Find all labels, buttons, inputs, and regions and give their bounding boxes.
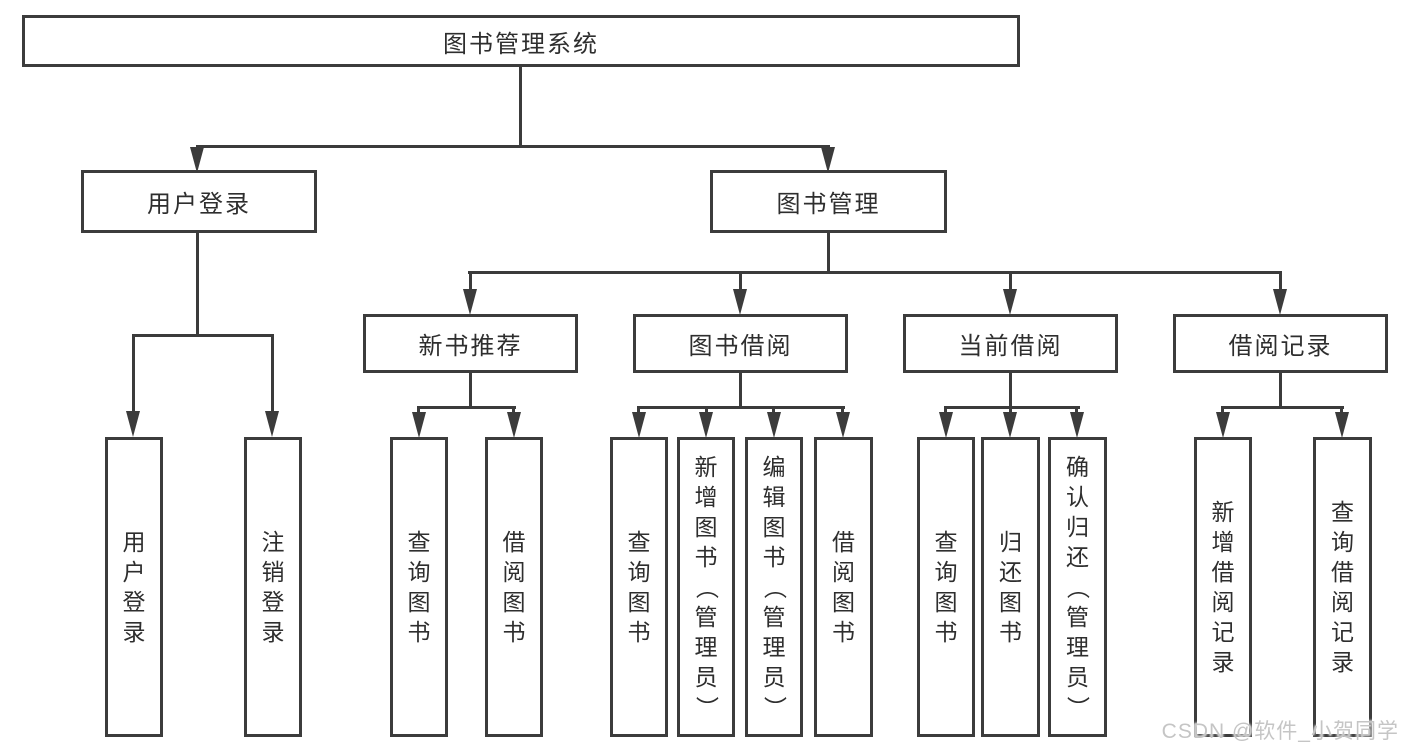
arrowhead-icon [265, 411, 279, 437]
edge-segment [705, 406, 708, 416]
arrowhead-icon [463, 289, 477, 315]
edge-segment [1009, 373, 1012, 409]
edge-segment [739, 373, 742, 409]
node-leaf-br-query-record: 查询借阅记录 [1313, 437, 1372, 737]
edge-segment [271, 334, 274, 416]
arrowhead-icon [821, 147, 835, 173]
edge-segment [841, 406, 844, 416]
edge-segment [132, 334, 274, 337]
node-current-borrow: 当前借阅 [903, 314, 1118, 373]
edge-segment [1279, 373, 1282, 409]
node-borrow-record: 借阅记录 [1173, 314, 1388, 373]
arrowhead-icon [1216, 412, 1230, 438]
arrowhead-icon [412, 412, 426, 438]
edge-segment [196, 233, 199, 337]
node-book-management: 图书管理 [710, 170, 947, 233]
edge-segment [1340, 406, 1343, 416]
edge-segment [512, 406, 515, 416]
node-new-book-recommend: 新书推荐 [363, 314, 578, 373]
node-leaf-rec-borrow-book: 借阅图书 [485, 437, 543, 737]
edge-segment [1009, 271, 1012, 291]
edge-segment [944, 406, 1080, 409]
node-leaf-user-login: 用户登录 [105, 437, 163, 737]
edge-segment [944, 406, 947, 416]
arrowhead-icon [126, 411, 140, 437]
arrowhead-icon [939, 412, 953, 438]
edge-segment [196, 145, 830, 148]
node-user-login: 用户登录 [81, 170, 317, 233]
edge-segment [469, 373, 472, 409]
arrowhead-icon [767, 412, 781, 438]
arrowhead-icon [1335, 412, 1349, 438]
arrowhead-icon [632, 412, 646, 438]
node-leaf-bb-add-book: 新增图书（管理员） [677, 437, 735, 737]
edge-segment [1221, 406, 1224, 416]
node-library-system: 图书管理系统 [22, 15, 1020, 67]
arrowhead-icon [1273, 289, 1287, 315]
edge-segment [827, 233, 830, 273]
edge-segment [1279, 271, 1282, 291]
edge-segment [1075, 406, 1078, 416]
edge-segment [519, 65, 522, 147]
node-leaf-cb-query-book: 查询图书 [917, 437, 975, 737]
edge-segment [739, 271, 742, 291]
node-leaf-bb-edit-book: 编辑图书（管理员） [745, 437, 803, 737]
arrowhead-icon [836, 412, 850, 438]
edge-segment [417, 406, 516, 409]
arrowhead-icon [733, 289, 747, 315]
node-leaf-bb-query-book: 查询图书 [610, 437, 668, 737]
edge-segment [1009, 406, 1012, 416]
node-leaf-cb-confirm-return: 确认归还（管理员） [1048, 437, 1107, 737]
arrowhead-icon [1003, 289, 1017, 315]
arrowhead-icon [507, 412, 521, 438]
edge-segment [637, 406, 640, 416]
arrowhead-icon [1070, 412, 1084, 438]
edge-segment [772, 406, 775, 416]
edge-segment [637, 406, 845, 409]
arrowhead-icon [190, 147, 204, 173]
edge-segment [469, 271, 472, 291]
edge-segment [1221, 406, 1344, 409]
node-leaf-cb-return-book: 归还图书 [981, 437, 1040, 737]
node-leaf-br-add-record: 新增借阅记录 [1194, 437, 1252, 737]
node-book-borrow: 图书借阅 [633, 314, 848, 373]
edge-segment [132, 334, 135, 416]
edge-segment [468, 271, 1282, 274]
node-leaf-rec-query-book: 查询图书 [390, 437, 448, 737]
edge-segment [417, 406, 420, 416]
node-leaf-logout: 注销登录 [244, 437, 302, 737]
watermark: CSDN @软件_小贺同学 [1161, 720, 1399, 743]
arrowhead-icon [1003, 412, 1017, 438]
arrowhead-icon [699, 412, 713, 438]
node-leaf-bb-borrow-book: 借阅图书 [814, 437, 873, 737]
